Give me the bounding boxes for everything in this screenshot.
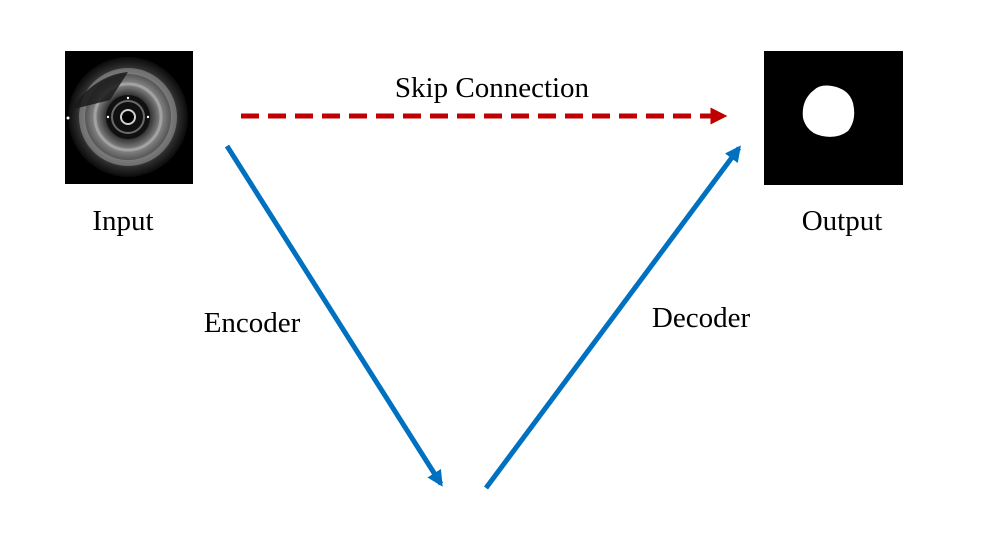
encoder-label: Encoder xyxy=(204,307,301,339)
input-label: Input xyxy=(92,205,153,237)
output-label: Output xyxy=(802,205,883,237)
encoder-arrow xyxy=(224,144,444,487)
decoder-arrow xyxy=(483,145,742,490)
output-image xyxy=(764,51,903,185)
skip-connection-label: Skip Connection xyxy=(395,72,590,104)
decoder-label: Decoder xyxy=(652,302,751,334)
input-image xyxy=(65,51,193,184)
